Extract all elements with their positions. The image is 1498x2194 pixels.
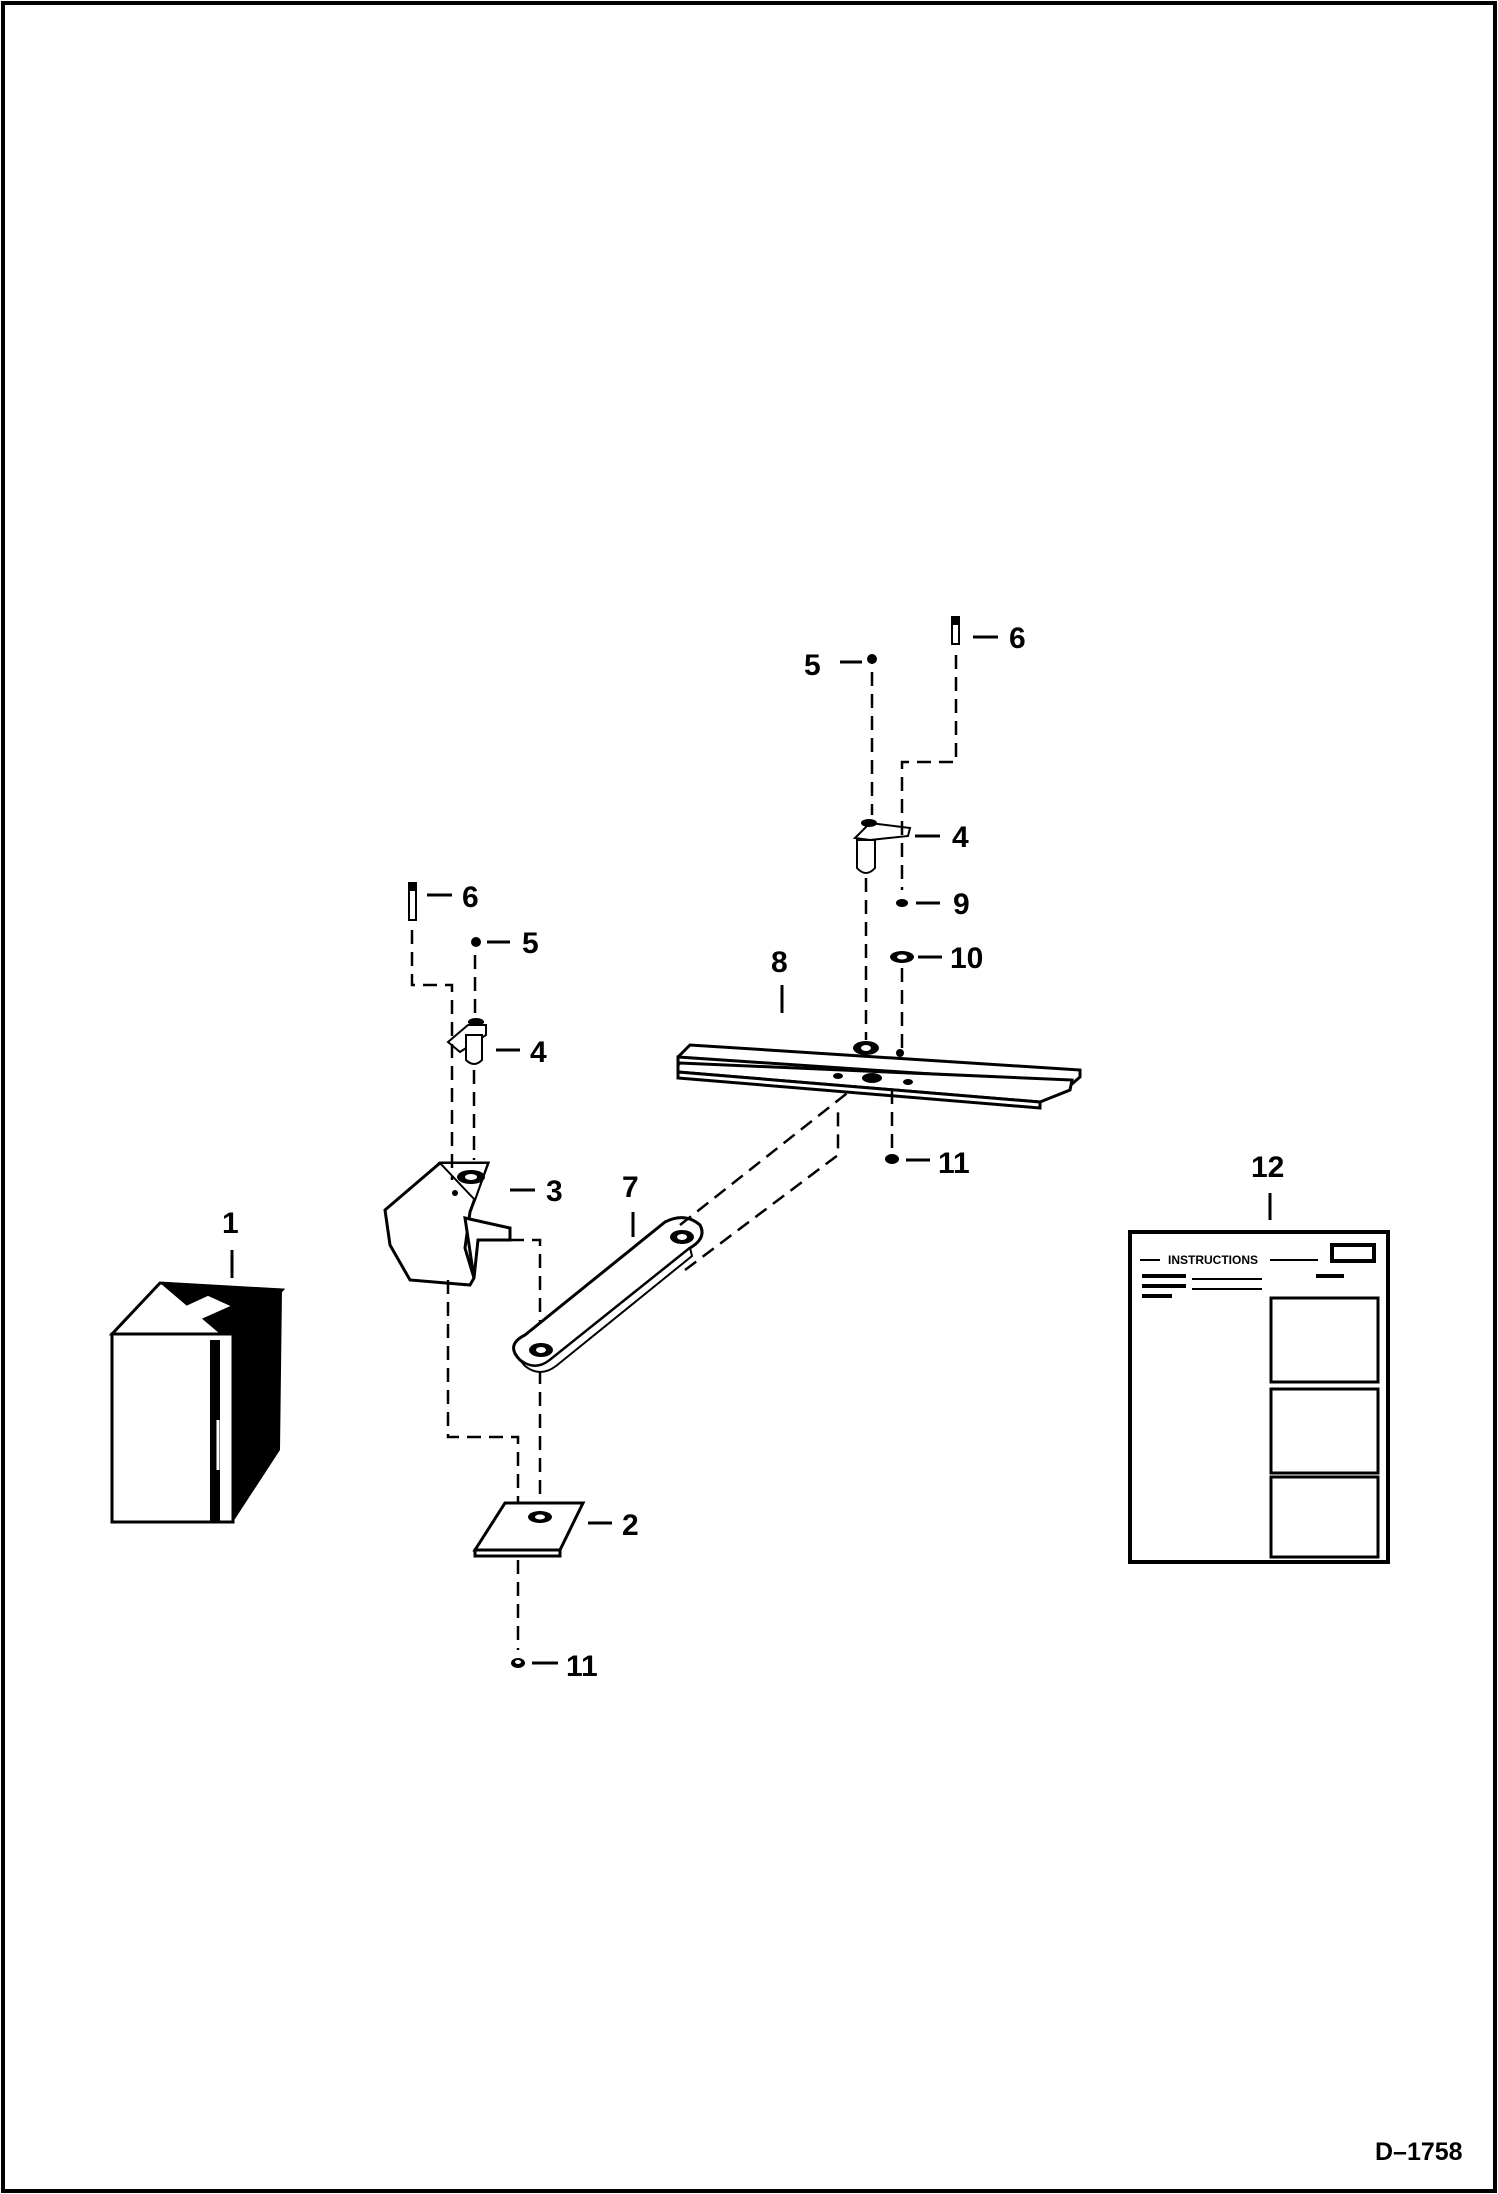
callout-5-left: 5	[522, 927, 539, 960]
callout-7: 7	[622, 1171, 639, 1204]
assembly-line-6-right	[900, 655, 958, 890]
part-5-right-screw	[867, 654, 877, 664]
callout-4-left: 4	[530, 1036, 547, 1069]
part-3-bracket	[383, 1161, 512, 1287]
part-10-washer	[890, 951, 914, 963]
assembly-line-7-8-b	[684, 1105, 840, 1271]
callout-1: 1	[222, 1207, 239, 1240]
callout-2: 2	[622, 1509, 639, 1542]
assembly-line-6-left	[410, 930, 454, 1180]
part-7-link-arm	[512, 1216, 704, 1373]
part-11-bottom-nut	[511, 1658, 525, 1668]
callout-6-left: 6	[462, 881, 479, 914]
part-11-right-nut	[885, 1154, 899, 1164]
part-4-right-pin	[852, 819, 912, 874]
part-8-tray	[676, 1041, 1082, 1110]
callout-6-right: 6	[1009, 622, 1026, 655]
callout-5-right: 5	[804, 649, 821, 682]
callout-11-right: 11	[938, 1147, 970, 1180]
callout-4-right: 4	[952, 821, 969, 854]
part-4-left-pin	[446, 1018, 487, 1065]
assembly-line-3-7	[510, 1238, 542, 1345]
drawing-id: D–1758	[1375, 2138, 1463, 2166]
part-2-plate	[472, 1501, 586, 1558]
part-1-box	[108, 1281, 286, 1524]
callout-8: 8	[771, 946, 788, 979]
part-5-left-screw	[471, 937, 481, 947]
part-6-left-bolt	[408, 882, 417, 921]
callout-11-bottom: 11	[566, 1650, 598, 1683]
callout-9: 9	[953, 888, 970, 921]
part-6-right-bolt	[951, 616, 960, 645]
callout-12: 12	[1251, 1151, 1284, 1184]
callout-3: 3	[546, 1175, 563, 1208]
card-heading: INSTRUCTIONS	[1168, 1253, 1258, 1267]
assembly-line-3-2	[446, 1280, 520, 1530]
part-9-washer	[896, 899, 908, 907]
part-12-instruction-card: INSTRUCTIONS	[1128, 1230, 1390, 1564]
assembly-line-7-8-a	[679, 1082, 861, 1226]
callout-10: 10	[950, 942, 983, 975]
